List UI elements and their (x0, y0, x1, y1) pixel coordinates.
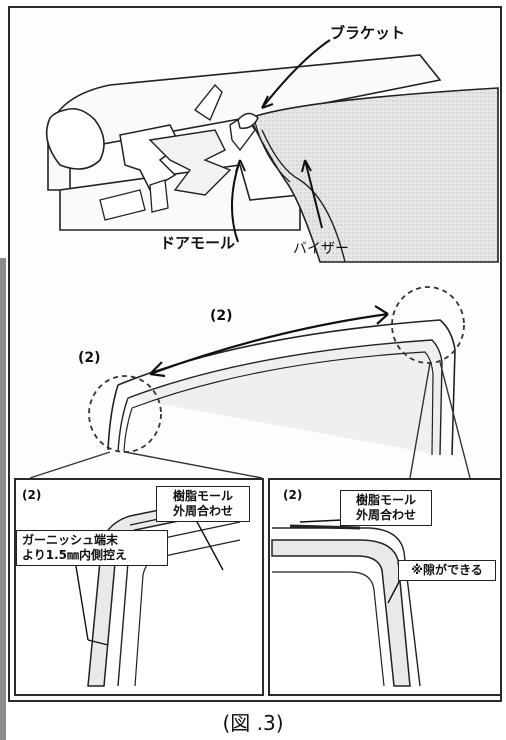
inset-left-garnish-line2: より1.5㎜内側控え (22, 548, 128, 562)
visor-strip-inner (127, 339, 443, 456)
callout-left-number: (2) (78, 350, 101, 366)
weatherstrip (45, 107, 105, 170)
bracket-label: ブラケット (330, 24, 406, 42)
inset-left-resin-mold-line1: 樹脂モール (172, 489, 233, 503)
door-mold-lip (237, 112, 259, 130)
inset-left-garnish-line1: ガーニッシュ端末 (22, 533, 119, 547)
door-mold-label: ドアモール (160, 234, 236, 252)
length-arrow (149, 312, 389, 376)
inset-right-gap-note: ※隙ができる (398, 560, 496, 581)
visor-body (248, 87, 499, 263)
visor-label: バイザー (293, 241, 349, 257)
inset-right-resin-mold-line1: 樹脂モール (355, 493, 416, 507)
figure-caption: (図 .3) (222, 711, 284, 735)
inset-left-resin-mold-note: 樹脂モール 外周合わせ (156, 486, 250, 522)
inset-right-resin-mold-note: 樹脂モール 外周合わせ (340, 490, 432, 526)
page-edge-shadow (0, 258, 6, 740)
inset-right-resin-mold-line2: 外周合わせ (355, 508, 416, 522)
inset-right-number: (2) (283, 488, 303, 502)
callout-top-number: (2) (210, 308, 233, 324)
inset-left-garnish-note: ガーニッシュ端末 より1.5㎜内側控え (16, 530, 168, 566)
inset-left-resin-mold-line2: 外周合わせ (172, 504, 233, 518)
callout-circle-right (391, 286, 465, 364)
inset-left-number: (2) (22, 488, 42, 502)
